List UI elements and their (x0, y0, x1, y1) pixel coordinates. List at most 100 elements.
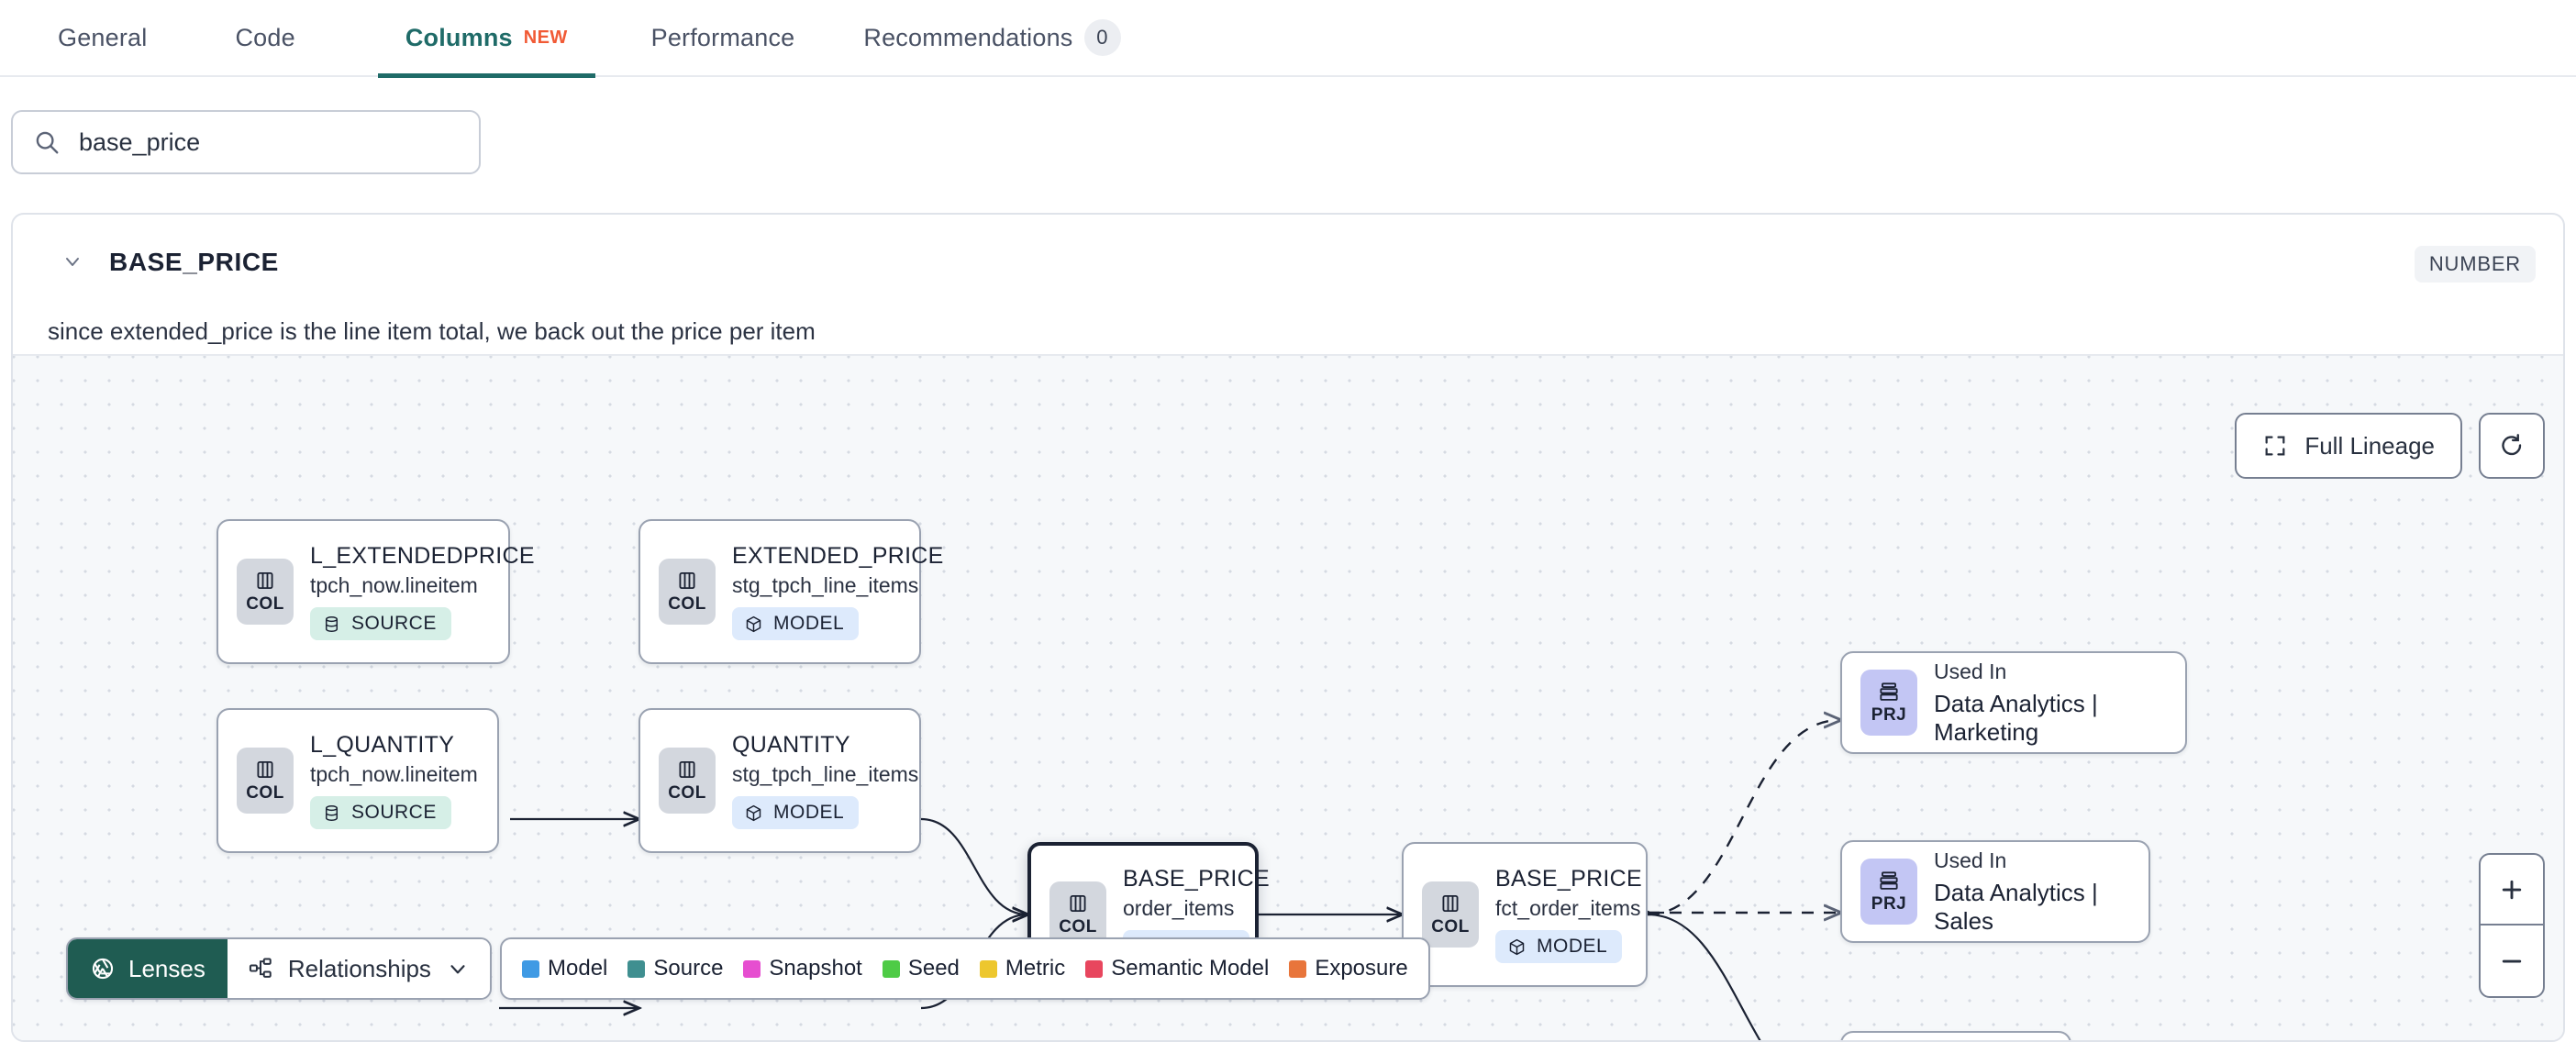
tab-performance-label: Performance (650, 23, 795, 51)
col-type-icon-badge: COL (659, 559, 716, 625)
legend-label: Snapshot (769, 956, 862, 981)
zoom-controls (2479, 853, 2545, 998)
legend-label: Model (548, 956, 608, 981)
column-card: BASE_PRICE NUMBER since extended_price i… (11, 213, 2565, 1042)
tab-performance[interactable]: Performance (651, 0, 795, 76)
col-badge-label: COL (668, 783, 706, 803)
search-icon (33, 128, 61, 156)
node-body: QUANTITY stg_tpch_line_items MODEL (732, 732, 918, 829)
node-kind-pill-label: SOURCE (351, 613, 437, 634)
node-body: L_QUANTITY tpch_now.lineitem SOURCE (310, 732, 478, 829)
tab-columns-label: Columns (405, 23, 513, 51)
relationships-label: Relationships (287, 954, 431, 982)
lineage-node-l-quantity[interactable]: COL L_QUANTITY tpch_now.lineitem SOURCE (217, 708, 499, 853)
legend-label: Seed (907, 956, 960, 981)
legend-item-seed: Seed (882, 956, 960, 981)
zoom-in-button[interactable] (2481, 855, 2543, 926)
col-type-icon-badge: COL (237, 559, 294, 625)
tab-code-label: Code (235, 23, 295, 51)
lineage-legend: Model Source Snapshot Seed Metric Semant… (500, 937, 1430, 1000)
cube-icon (1507, 937, 1527, 957)
column-header: BASE_PRICE NUMBER since extended_price i… (13, 215, 2563, 345)
node-subtitle: stg_tpch_line_items (732, 762, 919, 786)
column-type-badge: NUMBER (2414, 246, 2536, 283)
page-title: BASE_PRICE (109, 248, 279, 276)
col-type-icon-badge: COL (659, 748, 716, 814)
node-body: BASE_PRICE fct_order_items MODEL (1495, 866, 1642, 963)
node-kind-pill-label: MODEL (1537, 936, 1608, 957)
tab-recommendations-label: Recommendations (863, 23, 1073, 51)
col-badge-label: COL (246, 594, 284, 614)
node-kind-pill: SOURCE (310, 607, 451, 640)
relationships-dropdown[interactable]: Relationships (227, 939, 490, 998)
col-badge-label: COL (1059, 917, 1097, 937)
legend-swatch (1085, 959, 1104, 978)
node-kind-pill-label: MODEL (773, 613, 845, 634)
lineage-node-l-extendedprice[interactable]: COL L_EXTENDEDPRICE tpch_now.lineitem SO… (217, 519, 535, 664)
prj-badge-label: PRJ (1871, 705, 1907, 725)
prj-type-icon-badge: PRJ (1860, 670, 1917, 736)
tab-general[interactable]: General (58, 0, 147, 76)
tab-recommendations[interactable]: Recommendations 0 (863, 0, 1121, 76)
lineage-node-project-sales[interactable]: PRJ Used In Data Analytics | Sales (1840, 840, 2150, 943)
legend-swatch (522, 959, 539, 978)
legend-swatch (882, 959, 900, 978)
legend-label: Semantic Model (1111, 956, 1270, 981)
aperture-icon (90, 956, 116, 981)
node-subtitle: stg_tpch_line_items (732, 573, 919, 597)
lenses-button[interactable]: Lenses (68, 939, 228, 998)
search-input[interactable]: base_price (11, 110, 481, 174)
full-lineage-button[interactable]: Full Lineage (2235, 413, 2462, 479)
lenses-label: Lenses (128, 954, 205, 982)
col-type-icon-badge: COL (237, 748, 294, 814)
zoom-out-button[interactable] (2481, 926, 2543, 996)
tab-code[interactable]: Code (235, 0, 294, 76)
node-title: BASE_PRICE (1495, 866, 1643, 892)
lineage-canvas[interactable]: COL L_EXTENDEDPRICE tpch_now.lineitem SO… (13, 354, 2565, 1040)
node-subtitle: order_items (1123, 896, 1235, 920)
node-title: BASE_PRICE (1123, 866, 1271, 892)
cube-icon (744, 804, 763, 823)
expand-corners-icon (2262, 433, 2288, 459)
legend-item-semantic-model: Semantic Model (1085, 956, 1269, 981)
node-body: EXTENDED_PRICE stg_tpch_line_items MODEL (732, 543, 944, 640)
lineage-node-base-price-fct-order-items[interactable]: COL BASE_PRICE fct_order_items MODEL (1402, 842, 1648, 987)
lineage-node-base-price-use-variables[interactable]: COL BASE_PRICE use_variables MODEL (1840, 1031, 2071, 1040)
tab-general-label: General (58, 23, 148, 51)
lineage-node-project-marketing[interactable]: PRJ Used In Data Analytics | Marketing (1840, 651, 2187, 754)
project-name: Data Analytics | Sales (1934, 878, 2098, 935)
node-body: L_EXTENDEDPRICE tpch_now.lineitem SOURCE (310, 543, 535, 640)
legend-item-source: Source (627, 956, 723, 981)
node-title: QUANTITY (732, 732, 850, 758)
database-icon (322, 615, 341, 634)
column-description: since extended_price is the line item to… (48, 317, 816, 345)
refresh-button[interactable] (2479, 413, 2545, 479)
used-in-label: Used In (1934, 848, 2007, 872)
tab-columns[interactable]: Columns NEW (377, 0, 595, 78)
prj-type-icon-badge: PRJ (1860, 859, 1917, 925)
full-lineage-label: Full Lineage (2304, 431, 2435, 460)
cube-icon (744, 615, 763, 634)
node-title: EXTENDED_PRICE (732, 543, 944, 569)
legend-item-exposure: Exposure (1289, 956, 1408, 981)
chevron-down-icon[interactable] (61, 249, 84, 273)
legend-item-model: Model (522, 956, 607, 981)
legend-label: Exposure (1315, 956, 1408, 981)
node-title: L_QUANTITY (310, 732, 455, 758)
legend-label: Metric (1005, 956, 1066, 981)
legend-swatch (743, 959, 761, 978)
node-kind-pill-label: SOURCE (351, 802, 437, 823)
relationships-icon (248, 956, 273, 981)
refresh-icon (2498, 432, 2526, 460)
lenses-control-group: Lenses Relationships (66, 937, 492, 1000)
legend-item-metric: Metric (979, 956, 1066, 981)
lineage-node-extended-price[interactable]: COL EXTENDED_PRICE stg_tpch_line_items M… (638, 519, 943, 664)
legend-label: Source (653, 956, 724, 981)
node-kind-pill-label: MODEL (773, 802, 845, 823)
node-body: Used In Data Analytics | Marketing (1934, 660, 2185, 747)
database-icon (322, 804, 341, 823)
node-body: Used In Data Analytics | Sales (1934, 848, 2149, 936)
lineage-node-quantity[interactable]: COL QUANTITY stg_tpch_line_items MODEL (638, 708, 921, 853)
lineage-edges (499, 356, 2565, 1040)
node-title: L_EXTENDEDPRICE (310, 543, 535, 569)
